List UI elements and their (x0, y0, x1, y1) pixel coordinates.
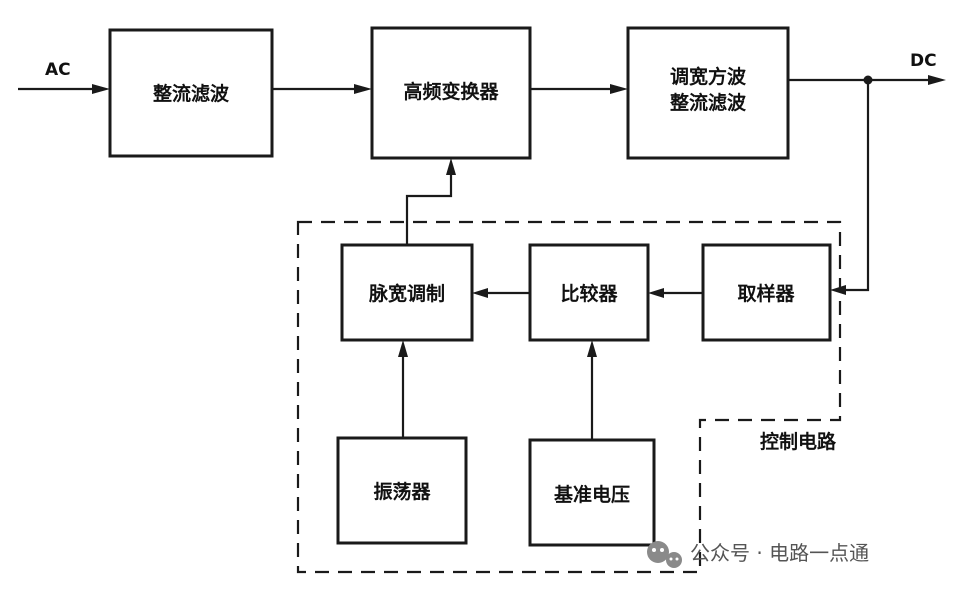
dc-output-arrow (928, 75, 946, 85)
reference-voltage-label: 基准电压 (553, 483, 630, 506)
converter-to-output-filter-arrow (610, 84, 628, 94)
sampler-label: 取样器 (737, 282, 795, 305)
dc-output-label: DC (910, 51, 937, 71)
reference-to-comparator-arrow (587, 340, 597, 357)
pwm-rectifier-label-line1: 调宽方波 (670, 65, 747, 88)
pwm-modulator-label: 脉宽调制 (368, 282, 445, 305)
pwm-to-converter-arrow (446, 158, 456, 175)
rectifier-filter-block: 整流滤波 (108, 28, 274, 158)
reference-voltage-block: 基准电压 (528, 438, 656, 547)
pwm-rectifier-label-line2: 整流滤波 (670, 91, 747, 114)
comparator-to-pwm-arrow (472, 288, 488, 298)
feedback-wire (840, 80, 870, 292)
watermark-text: 公众号 · 电路一点通 (690, 541, 869, 565)
control-circuit-boundary (296, 220, 842, 574)
ac-input-arrow (92, 84, 110, 94)
ac-input-label: AC (45, 60, 71, 80)
pwm-rectifier-filter-block: 调宽方波 整流滤波 (626, 26, 790, 160)
oscillator-block: 振荡器 (336, 436, 468, 545)
oscillator-label: 振荡器 (373, 480, 431, 503)
hf-converter-block: 高频变换器 (370, 26, 532, 160)
comparator-label: 比较器 (560, 282, 618, 305)
rectifier-to-converter-arrow (354, 84, 372, 94)
wechat-official-account-icon (647, 541, 682, 568)
oscillator-to-pwm-arrow (398, 340, 408, 357)
hf-converter-label: 高频变换器 (403, 80, 499, 103)
pwm-modulator-block: 脉宽调制 (340, 243, 474, 342)
pwm-to-converter-wire (405, 170, 453, 245)
watermark: 公众号 · 电路一点通 (647, 541, 869, 568)
control-circuit-label: 控制电路 (760, 430, 837, 453)
comparator-block: 比较器 (528, 243, 650, 342)
sampler-block: 取样器 (701, 243, 832, 342)
feedback-arrow (830, 285, 846, 295)
rectifier-filter-label: 整流滤波 (153, 82, 230, 105)
sampler-to-comparator-arrow (648, 288, 664, 298)
